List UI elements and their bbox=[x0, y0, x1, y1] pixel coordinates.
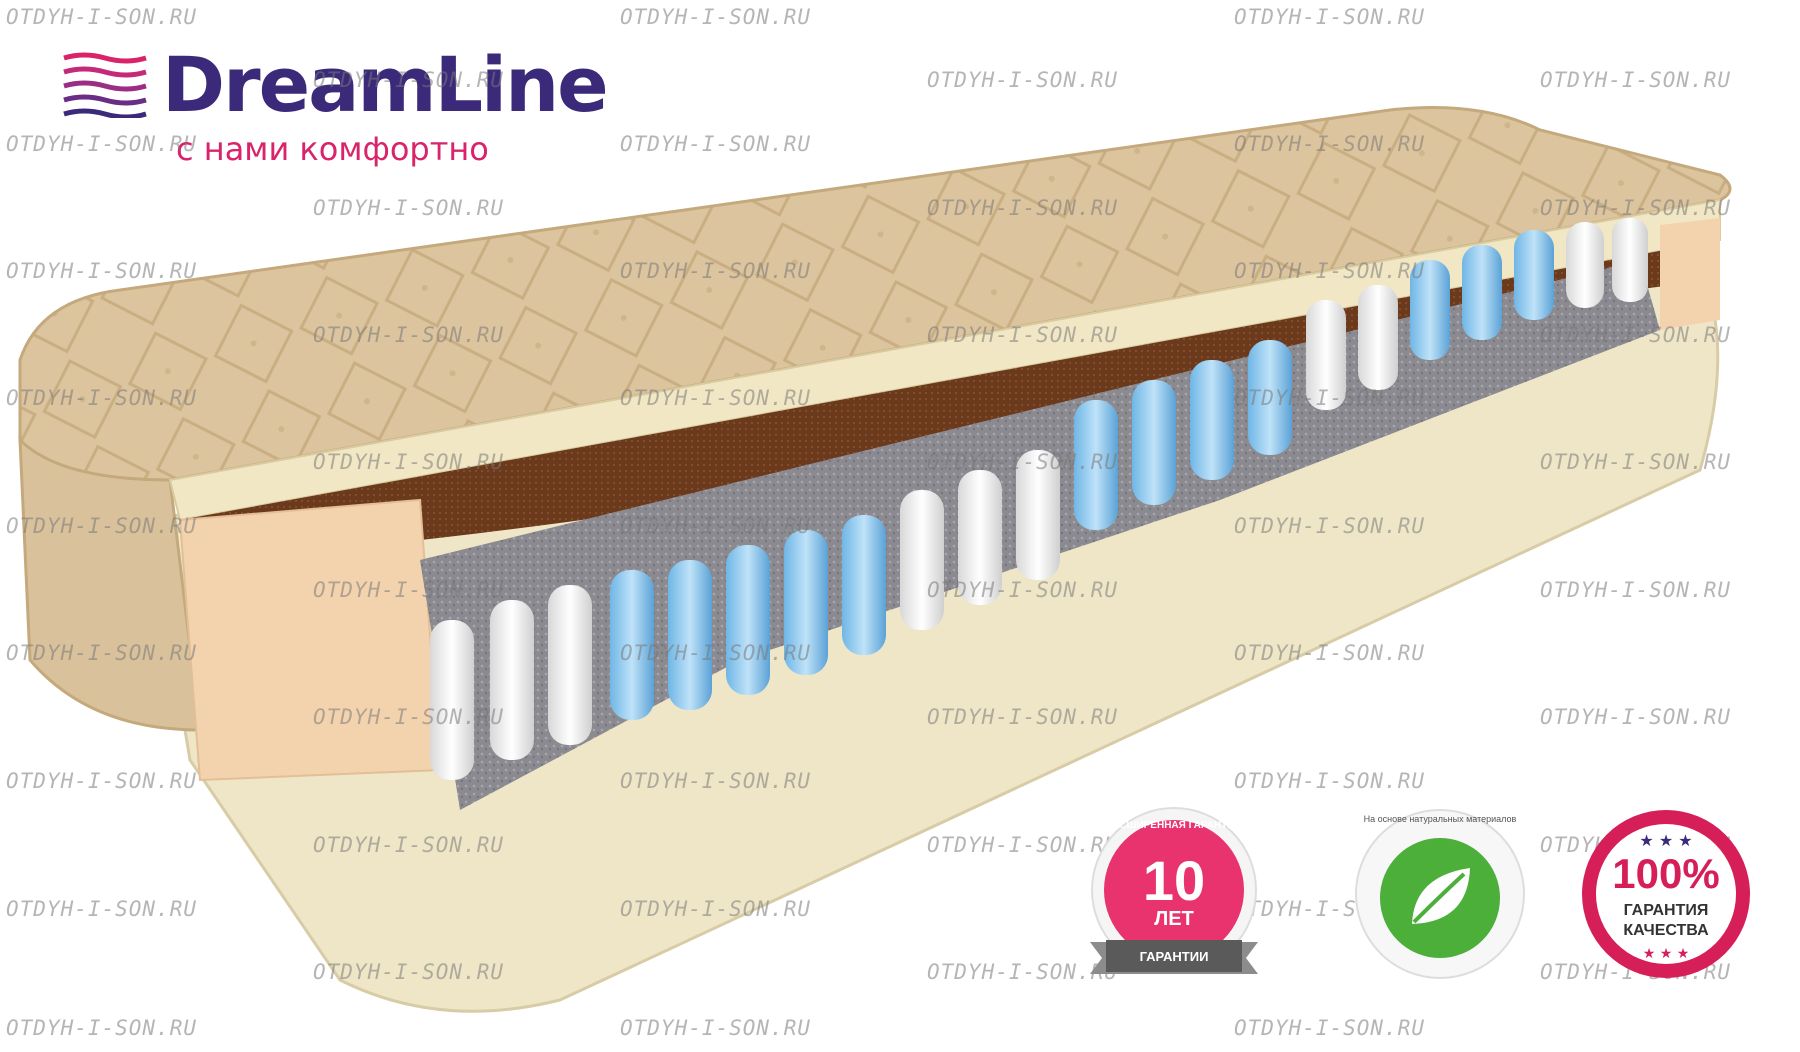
warranty-ribbon: ГАРАНТИИ bbox=[1139, 949, 1209, 964]
quality-percent: 100% bbox=[1612, 850, 1720, 897]
natural-materials-badge: На основе натуральных материалов bbox=[1352, 806, 1528, 982]
warranty-number: 10 bbox=[1142, 849, 1206, 912]
natural-arc-text: На основе натуральных материалов bbox=[1363, 814, 1517, 824]
brand-logo: DreamLine с нами комфортно bbox=[62, 40, 682, 176]
quality-line-1: ГАРАНТИЯ bbox=[1623, 902, 1709, 919]
warranty-badge: РАСШИРЕННАЯ ГАРАНТИЯ 10 ЛЕТ ГАРАНТИИ bbox=[1086, 806, 1262, 982]
quality-guarantee-badge: ★ ★ ★ ★ ★ ★ 100% ГАРАНТИЯ КАЧЕСТВА bbox=[1578, 806, 1754, 982]
leaf-icon bbox=[1412, 868, 1470, 924]
quality-line-2: КАЧЕСТВА bbox=[1623, 922, 1709, 939]
brand-tagline: с нами комфортно bbox=[176, 130, 489, 168]
star-icon: ★ ★ ★ bbox=[1639, 831, 1692, 850]
wave-lines-icon bbox=[63, 52, 147, 118]
warranty-unit: ЛЕТ bbox=[1154, 908, 1194, 930]
brand-name: DreamLine bbox=[162, 40, 609, 129]
warranty-arc-text: РАСШИРЕННАЯ ГАРАНТИЯ bbox=[1106, 820, 1242, 831]
star-icon: ★ ★ ★ bbox=[1643, 946, 1690, 962]
spring-row bbox=[430, 218, 1648, 780]
